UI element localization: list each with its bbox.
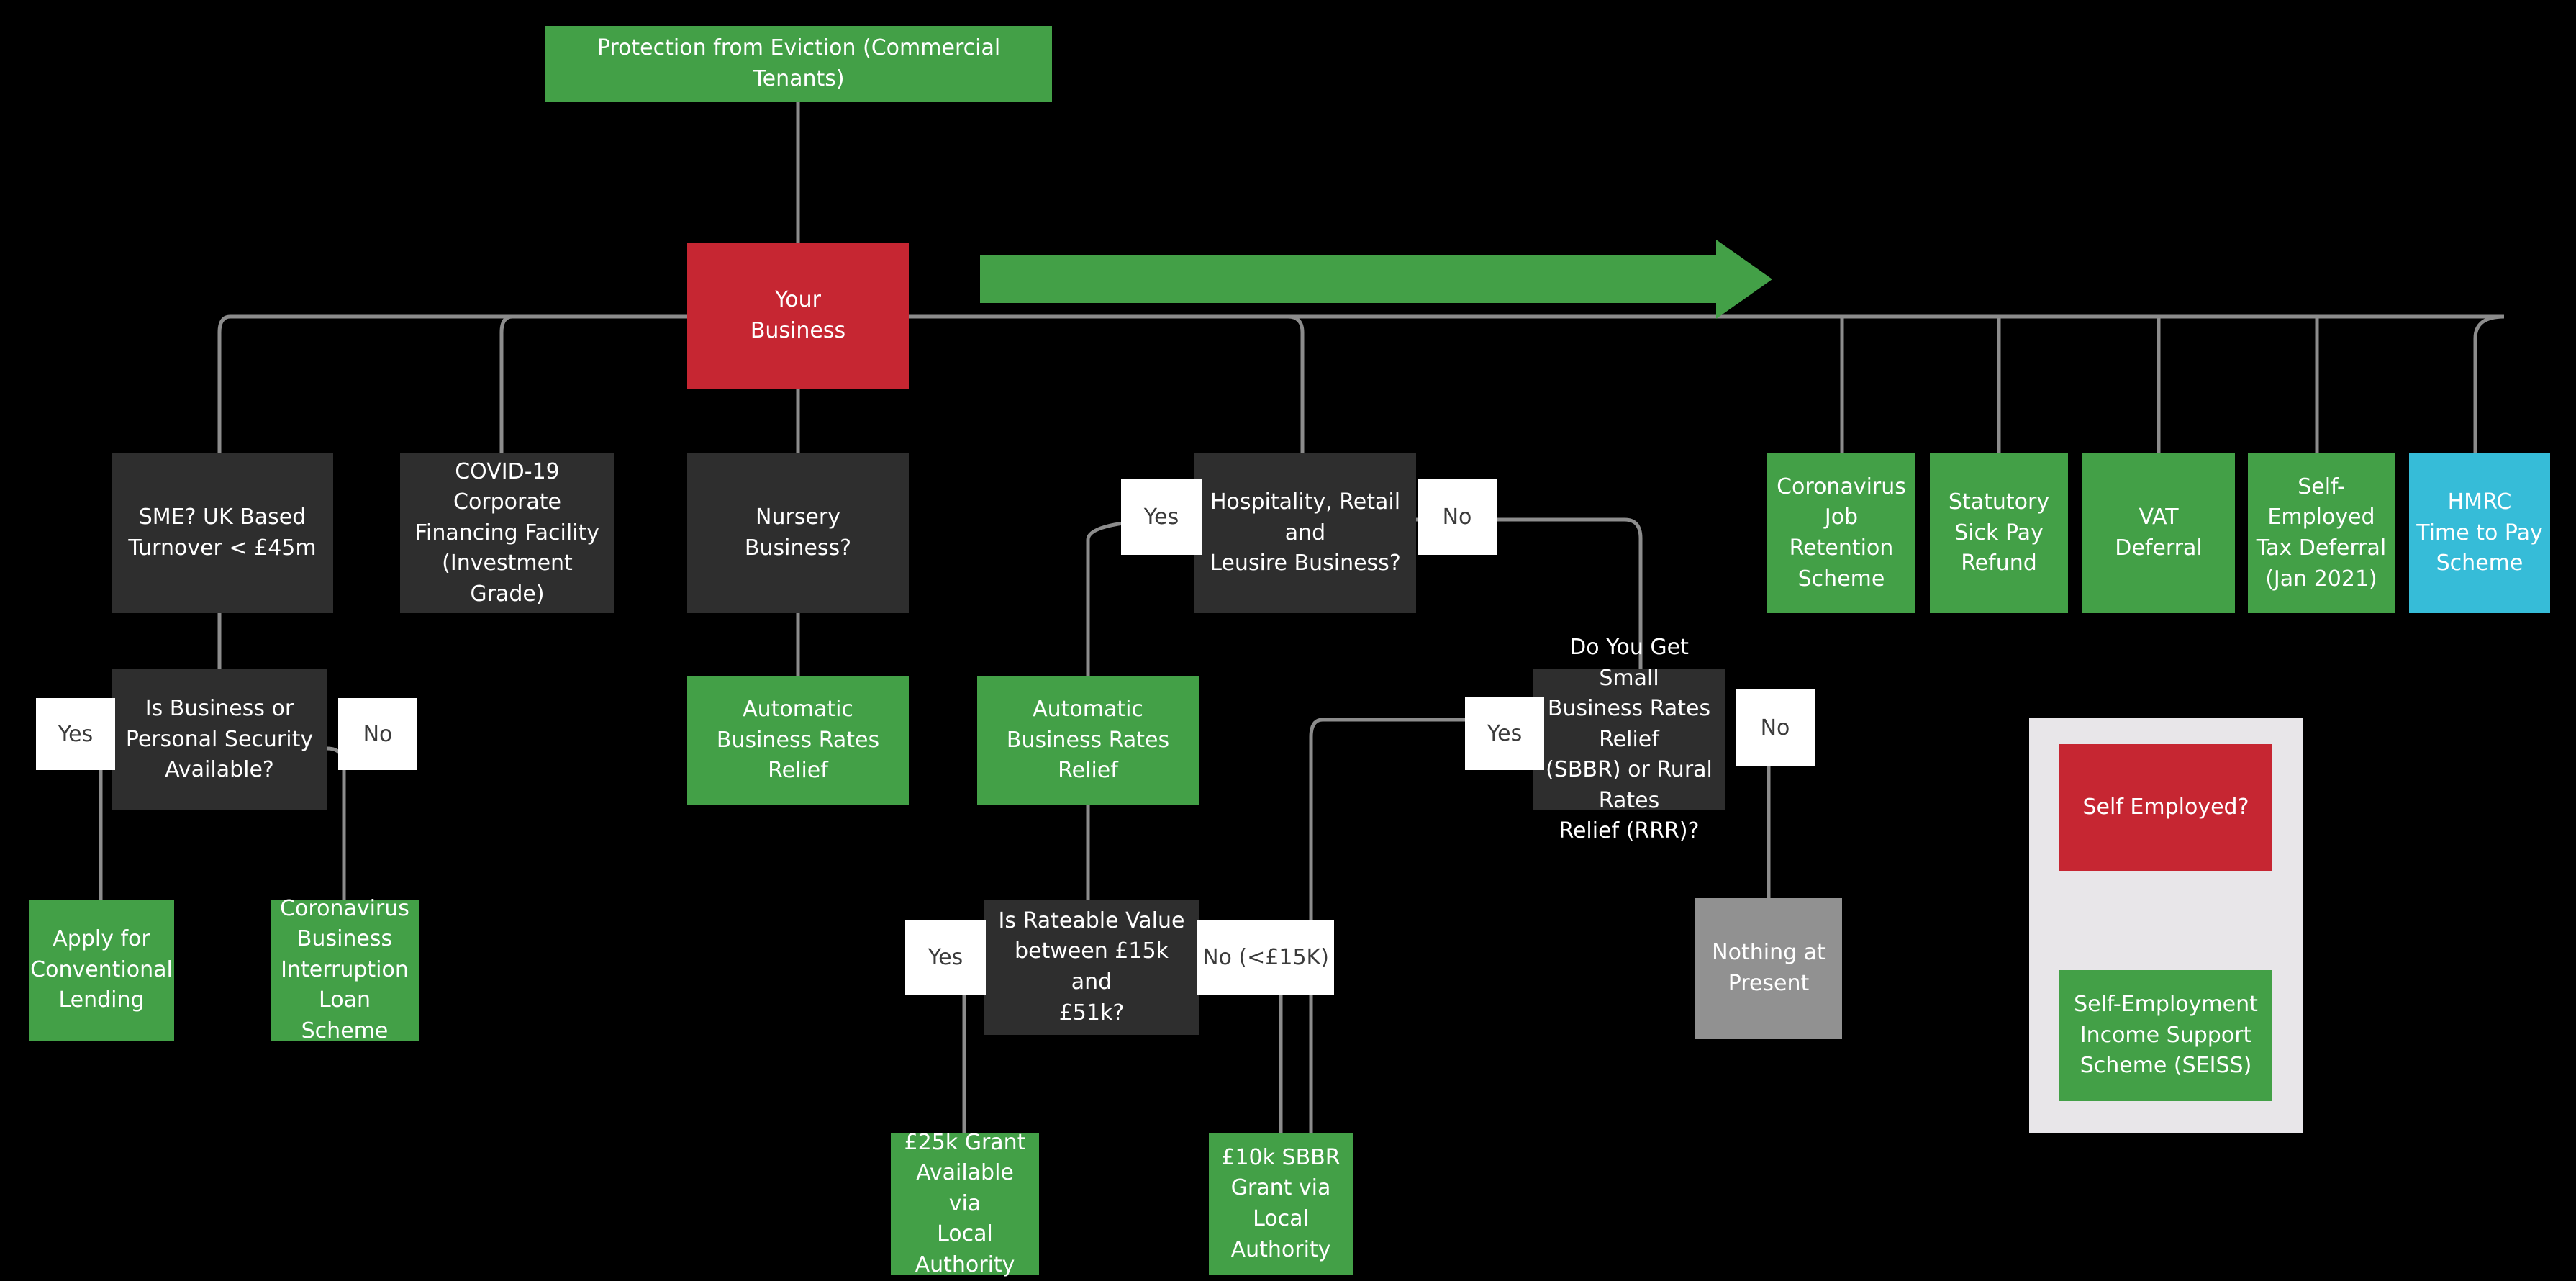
node-sbbr-rrr[interactable]: Do You Get Small Business Rates Relief (… <box>1533 635 1725 843</box>
edge-label-hospitality-yes: Yes <box>1121 479 1202 555</box>
wire-drop-hospitality <box>1287 314 1305 453</box>
green-flow-arrow <box>980 240 1772 319</box>
node-cjrs[interactable]: Coronavirus Job Retention Scheme <box>1767 453 1915 613</box>
wire-sbbr-no <box>1741 745 1771 898</box>
edge-label-rateable-yes: Yes <box>905 920 986 995</box>
node-sme[interactable]: SME? UK Based Turnover < £45m <box>112 453 333 613</box>
node-your-business[interactable]: Your Business <box>687 243 909 389</box>
node-rateable-value[interactable]: Is Rateable Value between £15k and £51k? <box>984 900 1199 1035</box>
wire-drop-ccff <box>499 314 513 453</box>
node-ssp-refund[interactable]: Statutory Sick Pay Refund <box>1930 453 2068 613</box>
node-grant-10k[interactable]: £10k SBBR Grant via Local Authority <box>1209 1133 1353 1275</box>
edge-label-sbbr-no: No <box>1736 689 1815 766</box>
node-self-employed-tax-deferral[interactable]: Self-Employed Tax Deferral (Jan 2021) <box>2248 453 2395 613</box>
wire-sbbr-yes <box>1309 718 1533 1133</box>
node-nothing-at-present[interactable]: Nothing at Present <box>1695 898 1842 1039</box>
edge-label-sbbr-yes: Yes <box>1465 697 1544 770</box>
edge-label-hospitality-no: No <box>1418 479 1497 555</box>
wire-drop-hmrc <box>2473 314 2505 453</box>
node-seiss[interactable]: Self-Employment Income Support Scheme (S… <box>2059 970 2272 1101</box>
node-hospitality-relief[interactable]: Automatic Business Rates Relief <box>977 676 1199 805</box>
node-protection-eviction[interactable]: Protection from Eviction (Commercial Ten… <box>545 26 1052 102</box>
wire-security-no <box>327 746 346 900</box>
node-self-employed-question[interactable]: Self Employed? <box>2059 744 2272 871</box>
node-ccff[interactable]: COVID-19 Corporate Financing Facility (I… <box>400 453 614 613</box>
edge-label-security-no: No <box>338 698 417 770</box>
edge-label-rateable-no: No (<£15K) <box>1197 920 1334 995</box>
node-hospitality[interactable]: Hospitality, Retail and Leusire Business… <box>1194 453 1416 613</box>
node-hmrc-time-to-pay[interactable]: HMRC Time to Pay Scheme <box>2409 453 2550 613</box>
wire-drop-sme <box>217 314 231 453</box>
node-nursery[interactable]: Nursery Business? <box>687 453 909 613</box>
edge-label-security-yes: Yes <box>36 698 115 770</box>
node-grant-25k[interactable]: £25k Grant Available via Local Authority <box>891 1130 1039 1277</box>
node-nursery-relief[interactable]: Automatic Business Rates Relief <box>687 676 909 805</box>
node-vat-deferral[interactable]: VAT Deferral <box>2082 453 2235 613</box>
node-security-available[interactable]: Is Business or Personal Security Availab… <box>112 669 327 810</box>
node-cbils[interactable]: Coronavirus Business Interruption Loan S… <box>271 896 419 1044</box>
node-conventional-lending[interactable]: Apply for Conventional Lending <box>29 900 174 1041</box>
